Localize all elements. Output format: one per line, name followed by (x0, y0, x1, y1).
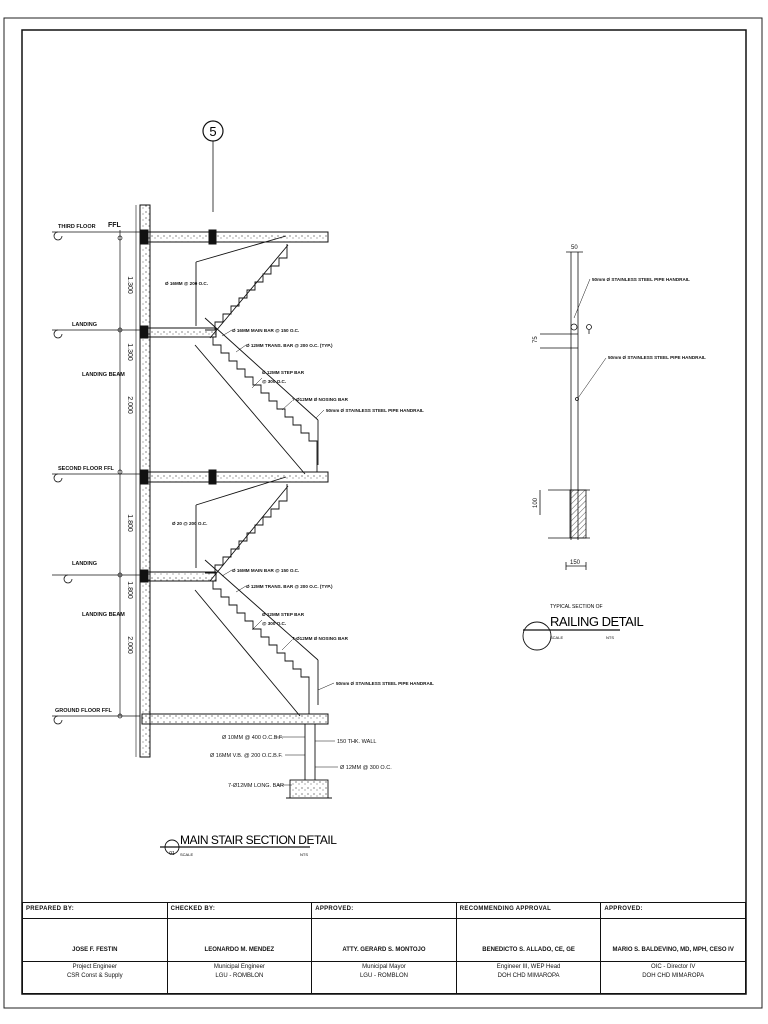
org-prepared: CSR Const & Supply (66, 973, 123, 979)
org-checked: LGU - ROMBLON (215, 973, 264, 979)
footing-note-2: Ø 16MM V.B. @ 200 O.C.B.F. (210, 753, 283, 759)
main-title-scale-value: NTS (300, 852, 308, 857)
note-upper-main-bar: Ø 16MM MAIN BAR @ 150 O.C. (232, 328, 299, 333)
railing-title: TYPICAL SECTION OF RAILING DETAIL SCALE … (522, 604, 644, 651)
note-lower-trans-bar: Ø 12MM TRANS. BAR @ 200 O.C. (TYP.) (246, 584, 333, 589)
railing-scale-value: NTS (606, 635, 614, 640)
footing-note-5: Ø 12MM @ 300 O.C. (340, 765, 392, 771)
railing-dim-100: 100 (533, 497, 539, 508)
railing-title-text: RAILING DETAIL (550, 614, 643, 629)
outer-border (3, 17, 763, 1009)
section-marker: 5 (202, 120, 224, 212)
title-block: PREPARED BY: JOSE F. FESTIN Project Engi… (22, 902, 746, 994)
name-recommending: BENEDICTO S. ALLADO, CE, GE (482, 947, 575, 953)
role-approved-mayor: Municipal Mayor (362, 964, 406, 970)
stair-flight-upper-b (194, 317, 319, 475)
label-second-floor: SECOND FLOOR FFL (58, 466, 115, 472)
title-block-recommending: RECOMMENDING APPROVAL BENEDICTO S. ALLAD… (456, 903, 602, 993)
note-lower-main-bar-top: Ø 20 @ 200 O.C. (172, 521, 207, 526)
railing-dim-top: 50 (571, 245, 578, 251)
footing-note-4: 150 THK. WALL (337, 739, 376, 745)
railing-detail (539, 251, 607, 570)
dim-2: 1.300 (126, 343, 133, 361)
dim-1: 1.300 (126, 276, 133, 294)
floor-slabs (139, 229, 329, 725)
railing-dim-75: 75 (533, 336, 539, 343)
main-title-scale-label: SCALE (180, 852, 193, 857)
railing-label-1: 50mm Ø STAINLESS STEEL PIPE HANDRAIL (592, 277, 690, 282)
role-recommending: Engineer III, WEP Head (496, 964, 561, 970)
note-upper-nosing-bar: 7-Ø12MM Ø NOSING BAR (292, 397, 349, 402)
note-lower-step-bar: Ø 12MM STEP BAR (262, 612, 305, 617)
label-landing-lower: LANDING (72, 561, 97, 567)
note-upper-handrail: 50mm Ø STAINLESS STEEL PIPE HANDRAIL (326, 408, 424, 413)
title-block-checked: CHECKED BY: LEONARDO M. MENDEZ Municipal… (167, 903, 313, 993)
railing-scale-label: SCALE (550, 635, 563, 640)
railing-label-2: 50mm Ø STAINLESS STEEL PIPE HANDRAIL (608, 355, 706, 360)
footing-note-3: 7-Ø12MM LONG. BAR (228, 783, 284, 789)
note-upper-main-bar-top: Ø 16MM @ 200 O.C. (165, 281, 208, 286)
label-ground-floor: GROUND FLOOR FFL (55, 708, 112, 714)
stair-flight-lower-b (194, 559, 319, 717)
header-approved-mayor: APPROVED: (312, 903, 456, 919)
label-ffl: FFL (108, 222, 122, 229)
name-approved-director: MARIO S. BALDEVINO, MD, MPH, CESO IV (612, 947, 734, 953)
label-landing-beam-upper: LANDING BEAM (82, 372, 125, 378)
title-block-approved-director: APPROVED: MARIO S. BALDEVINO, MD, MPH, C… (601, 903, 745, 993)
note-lower-nosing-bar: 7-Ø12MM Ø NOSING BAR (292, 636, 349, 641)
note-lower-step-bar-oc: @ 300 O.C. (262, 621, 286, 626)
name-checked: LEONARDO M. MENDEZ (204, 947, 275, 953)
role-approved-director: OIC - Director IV (651, 964, 696, 970)
note-upper-step-bar: Ø 12MM STEP BAR (262, 370, 305, 375)
header-prepared: PREPARED BY: (23, 903, 167, 919)
org-recommending: DOH CHD MIMAROPA (497, 973, 560, 979)
dim-6: 2.000 (126, 636, 133, 654)
svg-text:5: 5 (209, 124, 216, 139)
main-title-number: 01 (169, 851, 175, 857)
stair-flight-upper-a (195, 235, 289, 339)
name-approved-mayor: ATTY. GERARD S. MONTOJO (342, 947, 426, 953)
label-landing-upper: LANDING (72, 322, 97, 328)
name-prepared: JOSE F. FESTIN (72, 947, 118, 953)
org-approved-mayor: LGU - ROMBLON (359, 973, 408, 979)
role-prepared: Project Engineer (72, 964, 117, 970)
dim-3: 2.000 (126, 396, 133, 414)
dim-5: 1.800 (126, 581, 133, 599)
stair-flight-lower-a (195, 476, 289, 582)
org-approved-director: DOH CHD MIMAROPA (642, 973, 705, 979)
header-approved-director: APPROVED: (601, 903, 745, 919)
leader-lines (221, 329, 335, 691)
dim-4: 1.800 (126, 514, 133, 532)
note-lower-main-bar: Ø 16MM MAIN BAR @ 150 O.C. (232, 568, 299, 573)
railing-subtitle: TYPICAL SECTION OF (550, 604, 603, 610)
note-upper-trans-bar: Ø 12MM TRANS. BAR @ 200 O.C. (TYP.) (246, 343, 333, 348)
note-lower-handrail: 50mm Ø STAINLESS STEEL PIPE HANDRAIL (336, 681, 434, 686)
main-title: 01 MAIN STAIR SECTION DETAIL SCALE NTS (160, 833, 338, 857)
label-landing-beam-lower: LANDING BEAM (82, 612, 125, 618)
title-block-prepared: PREPARED BY: JOSE F. FESTIN Project Engi… (23, 903, 168, 993)
footing-note-1: Ø 10MM @ 400 O.C.B.F. (222, 735, 284, 741)
title-block-approved-mayor: APPROVED: ATTY. GERARD S. MONTOJO Munici… (312, 903, 457, 993)
main-title-text: MAIN STAIR SECTION DETAIL (180, 833, 337, 847)
label-third-floor: THIRD FLOOR (58, 224, 96, 230)
header-recommending: RECOMMENDING APPROVAL (456, 903, 601, 919)
inner-border (21, 29, 747, 995)
level-markers (52, 231, 140, 725)
railing-dim-150: 150 (570, 560, 581, 566)
stair-footing (275, 724, 338, 799)
header-checked: CHECKED BY: (167, 903, 312, 919)
note-upper-step-bar-oc: @ 300 O.C. (262, 379, 286, 384)
role-checked: Municipal Engineer (213, 964, 265, 970)
